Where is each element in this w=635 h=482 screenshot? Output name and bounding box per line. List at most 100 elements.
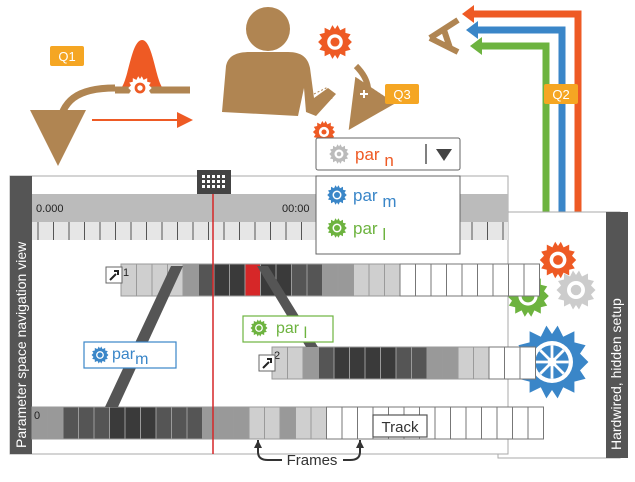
frame-cell[interactable] [461,263,478,297]
frame-cell[interactable] [198,263,215,297]
dropdown-option-m[interactable]: par m [317,178,459,212]
frame-cell[interactable] [306,263,323,297]
frame-cell[interactable] [434,406,451,440]
frame-cell[interactable] [450,406,467,440]
frame-cell[interactable] [349,346,366,380]
frame-cell[interactable] [357,406,374,440]
connection-band-m [105,266,183,407]
dropdown-selected-label: par n [355,145,394,170]
eye-icon [428,17,460,55]
q1-badge [50,46,84,66]
frame-cell[interactable] [264,406,281,440]
frame-cell[interactable] [47,406,64,440]
frame-cell[interactable] [399,263,416,297]
track-1[interactable]: 1 [120,263,540,297]
frame-cell[interactable] [248,406,265,440]
frame-cell[interactable] [353,263,370,297]
frame-cell[interactable] [302,346,319,380]
frame-cell[interactable] [217,406,234,440]
frame-cell[interactable] [411,346,428,380]
option-m-label: par m [353,186,396,211]
frame-cell[interactable] [124,406,141,440]
frame-cell[interactable] [171,406,188,440]
frame-cell[interactable] [287,346,304,380]
frame-cell[interactable] [109,406,126,440]
chevron-down-icon[interactable] [436,149,452,161]
dropdown-option-l[interactable]: par l [317,214,459,250]
frame-cell[interactable] [488,346,505,380]
frame-cell[interactable] [140,406,157,440]
bell-gear-icon [128,76,152,100]
frame-cell[interactable] [442,346,459,380]
frame-cell[interactable] [465,406,482,440]
time-start-label: 0.000 [36,203,64,215]
frame-cell[interactable] [326,406,343,440]
person-icon [222,7,336,116]
frame-cell[interactable] [527,406,544,440]
frame-cell[interactable] [233,406,250,440]
frames-bracket-left [257,440,282,461]
frame-cell[interactable] [395,346,412,380]
dropdown-select[interactable] [315,137,461,171]
frame-cell[interactable] [368,263,385,297]
frame-cell[interactable] [182,263,199,297]
frame-cell[interactable] [457,346,474,380]
frame-cell[interactable] [295,406,312,440]
frame-cell[interactable] [310,406,327,440]
frame-cell[interactable] [213,263,230,297]
frame-cell[interactable] [508,263,525,297]
q3-badge-label: Q3 [393,87,410,102]
frame-cell[interactable] [481,406,498,440]
frame-cell[interactable] [62,406,79,440]
frame-cell[interactable] [202,406,219,440]
frame-cell[interactable] [384,263,401,297]
frame-cell[interactable] [229,263,246,297]
time-mid-label: 00:00 [282,203,310,215]
frame-cell[interactable] [426,346,443,380]
frame-cell[interactable] [446,263,463,297]
frame-cell[interactable] [473,346,490,380]
track-label-box [372,414,428,438]
dropdown-gear-icon [312,120,336,144]
wrench-icon[interactable] [105,266,123,284]
track-index-label: 2 [274,350,280,362]
frame-cell[interactable] [430,263,447,297]
track-index-label: 1 [123,267,129,279]
frame-cell[interactable] [333,346,350,380]
gear-large-blue-icon [515,325,589,399]
frame-cell[interactable] [93,406,110,440]
frame-cell[interactable] [519,346,536,380]
option-l-label: par l [353,219,386,244]
frame-cell[interactable] [512,406,529,440]
q2-blue-line [478,26,566,225]
track-label: Track [382,419,419,436]
par-l-label: par l [276,320,307,342]
frame-cell[interactable] [380,346,397,380]
frame-cell[interactable] [279,406,296,440]
track-0[interactable]: 0 [31,406,544,440]
frame-cell[interactable] [291,263,308,297]
frame-cell[interactable] [492,263,509,297]
frame-cell[interactable] [322,263,339,297]
left-vertical-label: Parameter space navigation view [13,241,29,448]
q2-green-line [482,42,550,225]
wrench-icon[interactable] [258,354,276,372]
frame-cell[interactable] [477,263,494,297]
frame-cell[interactable] [415,263,432,297]
frame-cell[interactable] [244,263,261,297]
frame-cell[interactable] [364,346,381,380]
frame-cell[interactable] [318,346,335,380]
frame-cell[interactable] [523,263,540,297]
frames-bracket-right [343,440,361,461]
frame-cell[interactable] [78,406,95,440]
frame-cell[interactable] [186,406,203,440]
frame-cell[interactable] [136,263,153,297]
frame-cell[interactable] [155,406,172,440]
frame-cell[interactable] [496,406,513,440]
frame-cell[interactable] [337,263,354,297]
track-2[interactable]: 2 [271,346,536,380]
q1-badge-label: Q1 [58,49,75,64]
frame-cell[interactable] [504,346,521,380]
frame-cell[interactable] [341,406,358,440]
gear-gray-icon [556,270,596,310]
